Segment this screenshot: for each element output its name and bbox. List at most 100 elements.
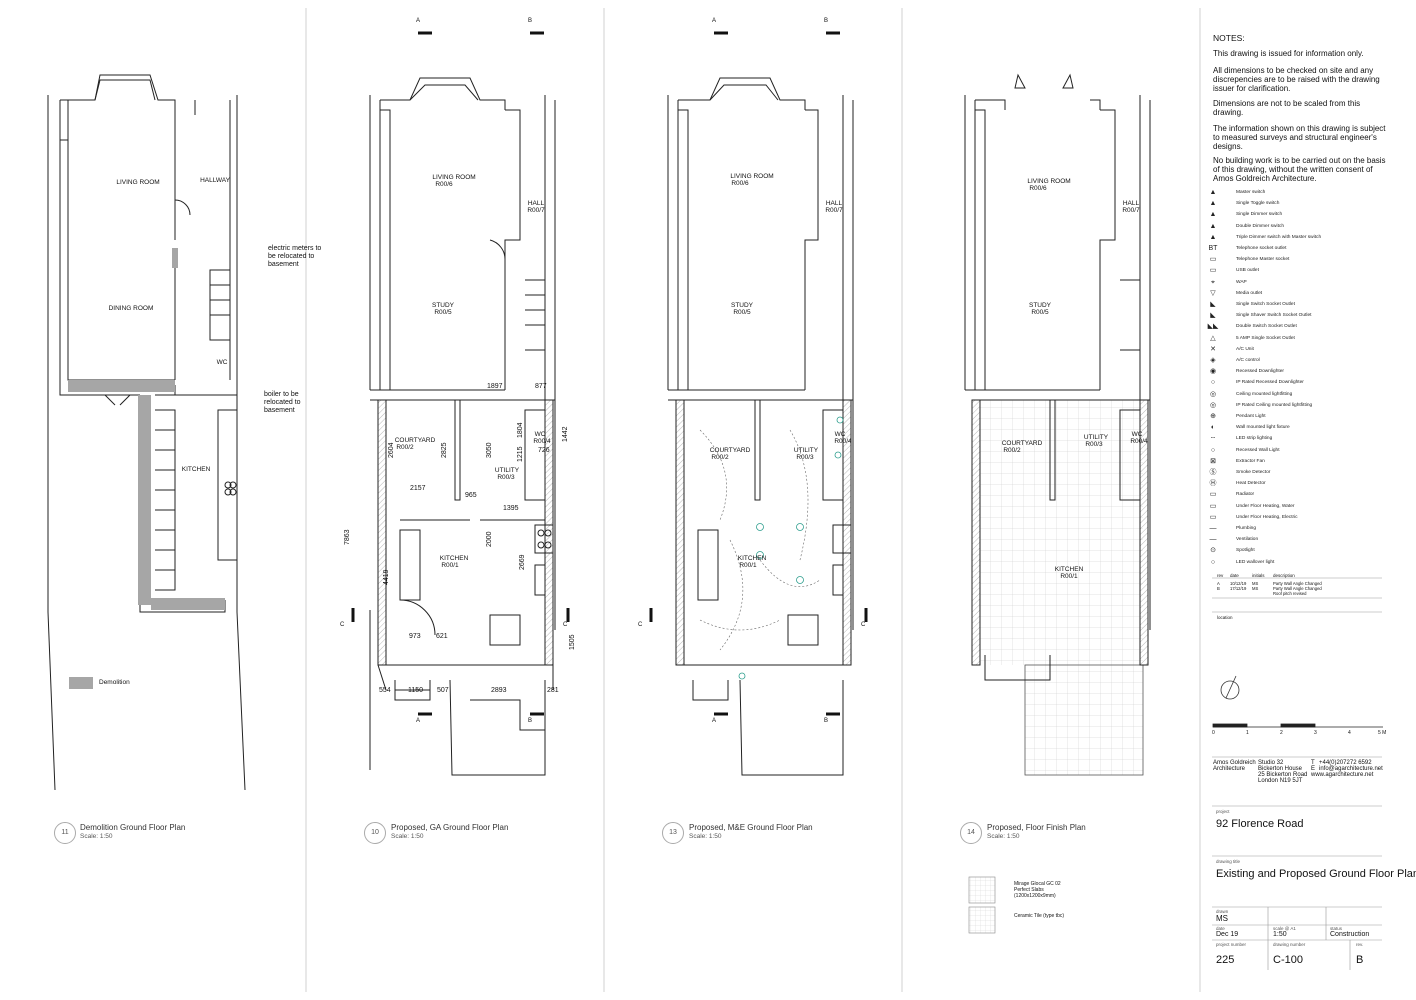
room-label: KITCHEN bbox=[181, 466, 211, 473]
note-item: The information shown on this drawing is… bbox=[1213, 124, 1386, 151]
plan-number: 13 bbox=[662, 822, 684, 844]
room-name: UTILITY bbox=[494, 467, 520, 474]
section-marker-label: A bbox=[416, 18, 421, 24]
triple-dimmer-switch-icon: ▲ bbox=[1209, 233, 1217, 241]
plan-title: Demolition Ground Floor Plan bbox=[80, 823, 186, 832]
legend-label: Ventilation bbox=[1236, 537, 1259, 543]
legend-label: Wall mounted light fixture bbox=[1236, 425, 1290, 431]
legend-label: Recessed Downlighter bbox=[1236, 369, 1284, 375]
legend-label: Pendant Light bbox=[1236, 414, 1266, 419]
dimension: 1505 bbox=[569, 634, 576, 650]
contact-phone: +44(0)207272 6592 bbox=[1319, 760, 1372, 766]
room-code: R00/4 bbox=[533, 438, 551, 445]
section-marker-label: B bbox=[824, 718, 829, 724]
legend-label: Extractor Fan bbox=[1236, 458, 1265, 464]
room-label: LIVING ROOM bbox=[116, 179, 160, 186]
scale-label: scale @ A1 bbox=[1273, 926, 1296, 931]
recessed-downlighter-icon: ◉ bbox=[1209, 368, 1217, 376]
date-value: Dec 19 bbox=[1216, 931, 1239, 938]
revision-cell: Party Wall Angle Changed bbox=[1273, 586, 1322, 591]
room-name: WC bbox=[1131, 431, 1143, 438]
legend-label: Triple Dimmer switch with Master switch bbox=[1236, 234, 1322, 240]
room-name: STUDY bbox=[730, 302, 754, 309]
architect-name: Amos Goldreich bbox=[1213, 760, 1256, 766]
revision-cell: Roof pitch revised bbox=[1273, 591, 1307, 596]
dimension: 1215 bbox=[517, 446, 524, 462]
smoke-detector-icon: Ⓢ bbox=[1209, 469, 1217, 476]
room-name: WC bbox=[834, 431, 846, 438]
ufh-water-icon: ▭ bbox=[1209, 502, 1217, 510]
legend-label: A/C control bbox=[1236, 358, 1260, 363]
telephone-master-socket-icon: ▭ bbox=[1209, 256, 1217, 264]
single-dimmer-switch-icon: ▲ bbox=[1209, 211, 1217, 219]
led-wallover-icon: ○ bbox=[1210, 558, 1216, 566]
legend-label: Under Floor Heating, Electric bbox=[1236, 514, 1298, 520]
room-code: R00/3 bbox=[1085, 441, 1103, 448]
room-code: R00/6 bbox=[1029, 185, 1047, 192]
ga-section-markers bbox=[351, 31, 570, 716]
master-switch-icon: ▲ bbox=[1209, 189, 1217, 196]
room-code: R00/1 bbox=[441, 562, 459, 569]
revision-cell: MS bbox=[1252, 581, 1259, 586]
spotlight-icon: ⊙ bbox=[1210, 547, 1216, 555]
dimension: 1442 bbox=[562, 426, 569, 442]
ufh-electric-icon: ▭ bbox=[1209, 513, 1217, 521]
demolition-legend-label: Demolition bbox=[99, 679, 130, 686]
drawing-number: C-100 bbox=[1273, 954, 1303, 966]
notes-heading: NOTES: bbox=[1213, 33, 1245, 43]
ip-ceiling-light-icon: ◎ bbox=[1209, 401, 1217, 409]
project-name: 92 Florence Road bbox=[1216, 818, 1304, 830]
demolition-plan bbox=[47, 74, 246, 791]
finish-legend-ceramic: Ceramic Tile (type tbc) bbox=[1014, 913, 1065, 919]
scale-tick: 4 bbox=[1348, 730, 1351, 736]
contact-web: www.agarchitecture.net bbox=[1311, 772, 1374, 778]
note-item: Dimensions are not to be scaled from thi… bbox=[1213, 99, 1361, 117]
ceiling-light-icon: ◎ bbox=[1209, 390, 1217, 398]
legend-label: Single Switch Socket Outlet bbox=[1236, 302, 1295, 307]
section-marker-label: A bbox=[712, 718, 717, 724]
location-label: location bbox=[1217, 615, 1233, 620]
legend-label: IP Rated Recessed Downlighter bbox=[1236, 380, 1304, 386]
revision-cell: MS bbox=[1252, 586, 1259, 591]
architect-address: 25 Bickerton Road bbox=[1258, 772, 1308, 778]
plumbing-icon: — bbox=[1209, 525, 1217, 532]
room-name: STUDY bbox=[431, 302, 455, 309]
room-name: KITCHEN bbox=[1054, 566, 1084, 573]
legend-label: Spotlight bbox=[1236, 548, 1255, 554]
legend-label: LED strip lighting bbox=[1236, 436, 1273, 442]
legend-label: Plumbing bbox=[1236, 526, 1256, 531]
plan-scale: Scale: 1:50 bbox=[689, 833, 722, 840]
room-name: LIVING ROOM bbox=[730, 173, 774, 180]
ac-unit-icon: ✕ bbox=[1210, 345, 1216, 353]
legend-label: 5 AMP Single Socket Outlet bbox=[1236, 335, 1295, 341]
me-section-markers bbox=[649, 31, 868, 716]
contact-email: info@agarchitecture.net bbox=[1319, 766, 1383, 772]
room-code: R00/1 bbox=[739, 562, 757, 569]
rev-header: date bbox=[1230, 573, 1239, 578]
finish-tile-area bbox=[980, 400, 1143, 665]
room-code: R00/7 bbox=[527, 207, 545, 214]
room-code: R00/7 bbox=[825, 207, 843, 214]
rev-label: rev. bbox=[1356, 942, 1364, 947]
contact-prefix: E bbox=[1311, 766, 1316, 772]
architect-address: Bickerton House bbox=[1258, 766, 1303, 772]
legend-label: A/C Unit bbox=[1236, 346, 1254, 352]
room-code: R00/6 bbox=[435, 181, 453, 188]
legend-label: Ceiling mounted lightfitting bbox=[1236, 391, 1293, 397]
room-code: R00/3 bbox=[497, 474, 515, 481]
panel-separators bbox=[305, 8, 1201, 992]
single-toggle-switch-icon: ▲ bbox=[1209, 200, 1217, 208]
architect-address: Studio 32 bbox=[1258, 760, 1284, 766]
dimension: 4419 bbox=[383, 569, 390, 585]
finish-plan bbox=[964, 73, 1151, 630]
room-name: UTILITY bbox=[1083, 434, 1109, 441]
media-outlet-icon: ▽ bbox=[1210, 289, 1216, 297]
scale-tick: 2 bbox=[1280, 730, 1283, 736]
room-name: HALL bbox=[527, 200, 545, 207]
architect-address: London N19 5JT bbox=[1258, 778, 1303, 784]
legend-label: Recessed Wall Light bbox=[1236, 447, 1280, 453]
room-code: R00/3 bbox=[796, 454, 814, 461]
section-marker-label: C bbox=[563, 622, 568, 628]
rev-header: description bbox=[1273, 573, 1295, 578]
finish-walls bbox=[971, 399, 1150, 681]
